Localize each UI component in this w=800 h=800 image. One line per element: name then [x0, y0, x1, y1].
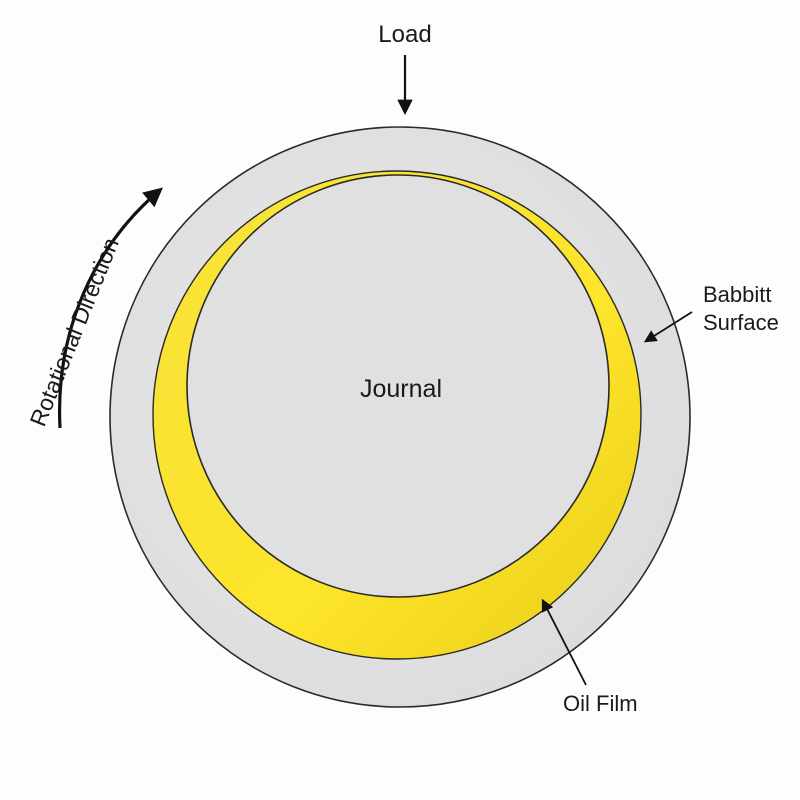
babbitt-label-line1: Babbitt	[703, 282, 772, 307]
babbitt-label-line2: Surface	[703, 310, 779, 335]
journal-label: Journal	[360, 375, 442, 403]
load-label: Load	[378, 21, 431, 48]
rotation-arrow	[57, 187, 163, 429]
oil-film-label: Oil Film	[563, 691, 638, 716]
oil-film-arrow	[541, 598, 587, 686]
babbitt-arrow	[643, 311, 693, 343]
rotation-label: Rotational Direction	[25, 234, 124, 430]
journal-shaft	[186, 174, 610, 598]
